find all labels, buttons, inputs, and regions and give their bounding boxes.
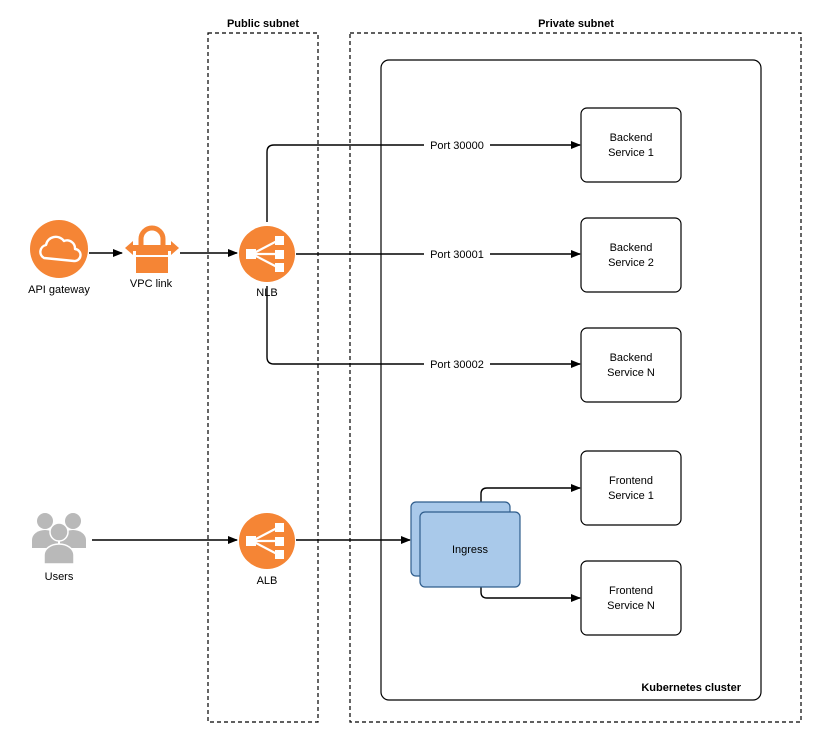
- backend-service-1: Backend Service 1: [580, 107, 682, 183]
- vpc-link-label: VPC link: [130, 278, 173, 290]
- public-subnet: Public subnet: [207, 18, 319, 723]
- backend-service-2-subtitle: Service 2: [608, 257, 654, 269]
- port-labels: Port 30000 Port 30001 Port 30002: [424, 137, 490, 372]
- frontend-service-n: Frontend Service N: [580, 560, 682, 636]
- alb-label: ALB: [257, 575, 278, 587]
- users-icon: [32, 513, 86, 565]
- users-node: Users: [32, 513, 86, 583]
- backend-service-n-title: Backend: [610, 352, 653, 364]
- cloud-icon: [30, 220, 88, 278]
- frontend-service-1-subtitle: Service 1: [608, 490, 654, 502]
- backend-service-n: Backend Service N: [580, 327, 682, 403]
- public-subnet-label: Public subnet: [227, 18, 299, 30]
- backend-service-1-title: Backend: [610, 132, 653, 144]
- api-gateway-label: API gateway: [28, 284, 90, 296]
- port-30001-label: Port 30001: [430, 249, 484, 261]
- ingress-node: Ingress: [410, 501, 521, 588]
- arrow-nlb-to-backend-n: [266, 286, 581, 368]
- frontend-service-n-title: Frontend: [609, 585, 653, 597]
- alb-node: ALB: [239, 513, 295, 587]
- users-label: Users: [45, 571, 74, 583]
- backend-service-n-subtitle: Service N: [607, 367, 655, 379]
- private-subnet-label: Private subnet: [538, 18, 614, 30]
- frontend-service-n-subtitle: Service N: [607, 600, 655, 612]
- arrow-nlb-to-backend-1: [266, 141, 581, 222]
- backend-service-2: Backend Service 2: [580, 217, 682, 293]
- arrow-ingress-to-frontend-n: [480, 584, 581, 602]
- frontend-service-1: Frontend Service 1: [580, 450, 682, 526]
- load-balancer-icon: [239, 226, 295, 282]
- load-balancer-icon: [239, 513, 295, 569]
- backend-service-2-title: Backend: [610, 242, 653, 254]
- vpc-link-node: VPC link: [125, 225, 179, 290]
- port-30002-label: Port 30002: [430, 359, 484, 371]
- nlb-node: NLB: [239, 226, 295, 299]
- backend-service-1-subtitle: Service 1: [608, 147, 654, 159]
- port-30000-label: Port 30000: [430, 140, 484, 152]
- api-gateway-node: API gateway: [28, 220, 90, 296]
- kubernetes-cluster-label: Kubernetes cluster: [641, 682, 741, 694]
- ingress-label: Ingress: [452, 544, 489, 556]
- private-subnet: Private subnet: [349, 18, 802, 723]
- arrow-ingress-to-frontend-1: [480, 484, 581, 502]
- lock-icon: [125, 225, 179, 273]
- frontend-service-1-title: Frontend: [609, 475, 653, 487]
- kubernetes-cluster: Kubernetes cluster: [380, 59, 762, 701]
